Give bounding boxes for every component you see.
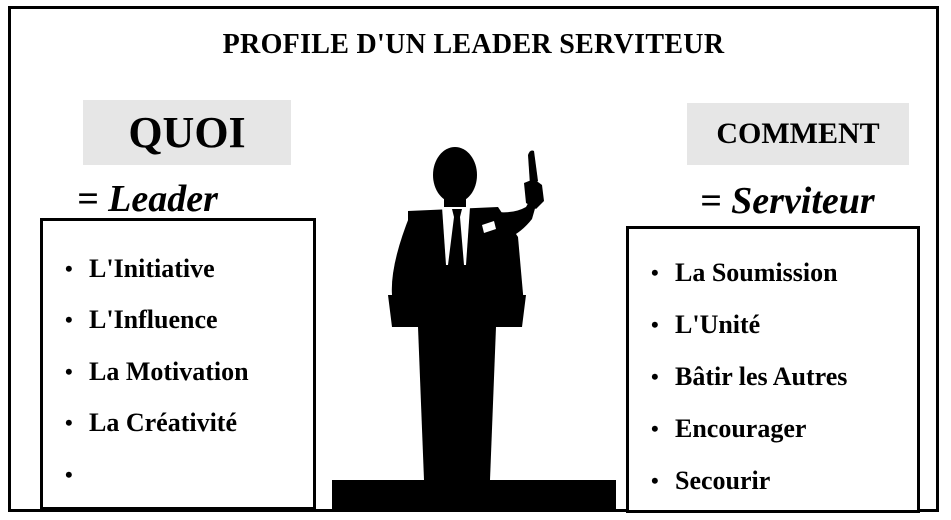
servant-qualities-box: • La Soumission • L'Unité • Bâtir les Autre…: [626, 226, 920, 513]
podium-top: [388, 295, 526, 327]
list-item: • Bâtir les Autres: [651, 351, 917, 403]
list-item-label: La Soumission: [675, 258, 838, 287]
bullet-icon: •: [65, 410, 73, 436]
serviteur-label: = Serviteur: [700, 180, 875, 222]
bullet-icon: •: [65, 255, 73, 281]
list-item: • La Créativité: [65, 398, 313, 450]
diagram-title: PROFILE D'UN LEADER SERVITEUR: [222, 29, 725, 60]
bullet-icon: •: [651, 312, 659, 337]
bullet-icon: •: [651, 416, 659, 441]
quoi-label: QUOI: [83, 100, 291, 165]
list-item: • L'Influence: [65, 295, 313, 347]
bullet-icon: •: [65, 358, 73, 384]
list-item: • Secourir: [651, 455, 917, 507]
bullet-icon: •: [651, 260, 659, 285]
speaker-head: [433, 147, 477, 203]
list-item: • Encourager: [651, 403, 917, 455]
list-item-label: L'Unité: [675, 310, 761, 339]
list-item: • L'Unité: [651, 299, 917, 351]
list-item-label: Bâtir les Autres: [675, 362, 848, 391]
comment-label: COMMENT: [687, 103, 909, 165]
leader-qualities-list: • L'Initiative • L'Influence • La Motivatio…: [43, 221, 313, 501]
list-item-label: Encourager: [675, 414, 807, 443]
list-item-label: L'Influence: [89, 305, 218, 335]
podium-base: [332, 480, 616, 510]
bullet-icon: •: [65, 461, 73, 487]
list-item-label: La Motivation: [89, 356, 249, 386]
list-item-label: La Créativité: [89, 408, 238, 438]
list-item: • La Soumission: [651, 247, 917, 299]
leader-label: = Leader: [77, 178, 218, 220]
bullet-icon: •: [651, 364, 659, 389]
list-item-label: L'Initiative: [89, 253, 215, 283]
bullet-icon: •: [651, 468, 659, 493]
list-item: • La Motivation: [65, 346, 313, 398]
list-item-label: Secourir: [675, 466, 771, 495]
podium-body: [418, 327, 496, 480]
speaker-podium-icon: [332, 147, 616, 510]
servant-qualities-list: • La Soumission • L'Unité • Bâtir les Autre…: [629, 229, 917, 507]
list-item: • L'Initiative: [65, 243, 313, 295]
bullet-icon: •: [65, 307, 73, 333]
leader-qualities-box: • L'Initiative • L'Influence • La Motivatio…: [40, 218, 316, 510]
speaker-tie: [448, 209, 464, 275]
speaker-hand: [524, 179, 544, 209]
list-item: •: [65, 449, 313, 501]
